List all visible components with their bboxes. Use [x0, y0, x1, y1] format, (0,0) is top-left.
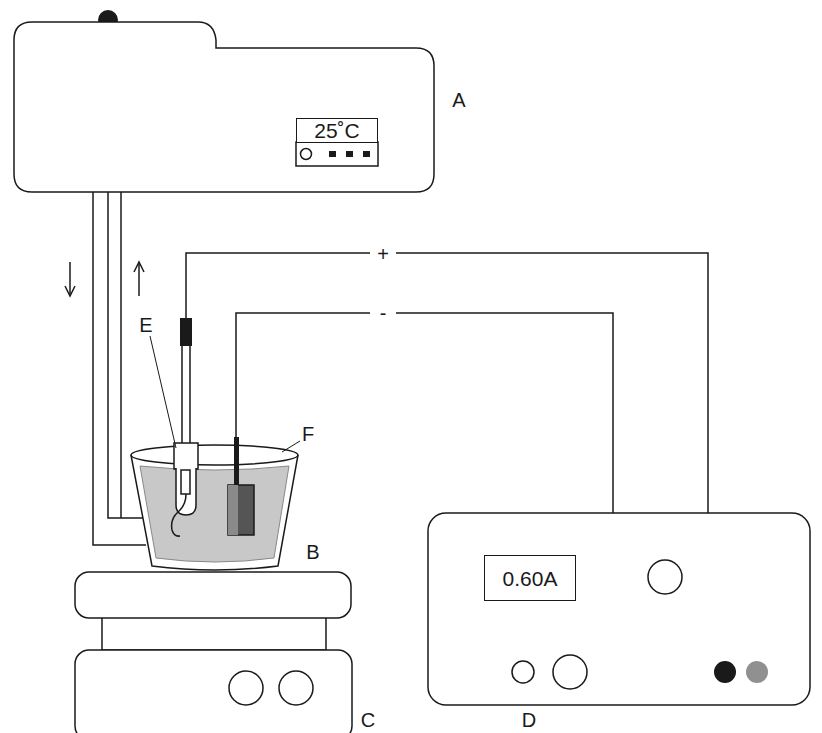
tube	[120, 192, 122, 518]
wire	[396, 313, 613, 513]
part-letter: C	[361, 710, 375, 730]
leader-line	[282, 441, 300, 452]
temperature-display: 25˚C	[296, 118, 378, 143]
magnetic-stirrer	[75, 572, 352, 733]
thermostat-body	[14, 22, 434, 192]
display-panel	[296, 142, 378, 166]
polarity-sign: -	[380, 303, 387, 323]
display-reading: 25˚C	[314, 120, 360, 141]
part-letter: A	[452, 90, 465, 110]
beaker	[131, 445, 298, 570]
display-reading: 0.60A	[503, 568, 558, 589]
part-letter: B	[306, 542, 319, 562]
part-letter: E	[139, 315, 152, 335]
wire	[396, 253, 708, 513]
leader-line	[150, 336, 176, 448]
flow-arrow	[65, 262, 144, 296]
reference-electrode	[172, 318, 198, 536]
counter-electrode	[228, 437, 254, 535]
wire	[236, 313, 370, 437]
button	[301, 149, 312, 160]
polarity-sign: +	[377, 244, 389, 264]
power-supply	[428, 513, 810, 705]
wire	[186, 253, 370, 318]
part-letter: D	[522, 710, 536, 730]
part-letter: F	[302, 424, 314, 444]
current-display: 0.60A	[484, 555, 576, 601]
